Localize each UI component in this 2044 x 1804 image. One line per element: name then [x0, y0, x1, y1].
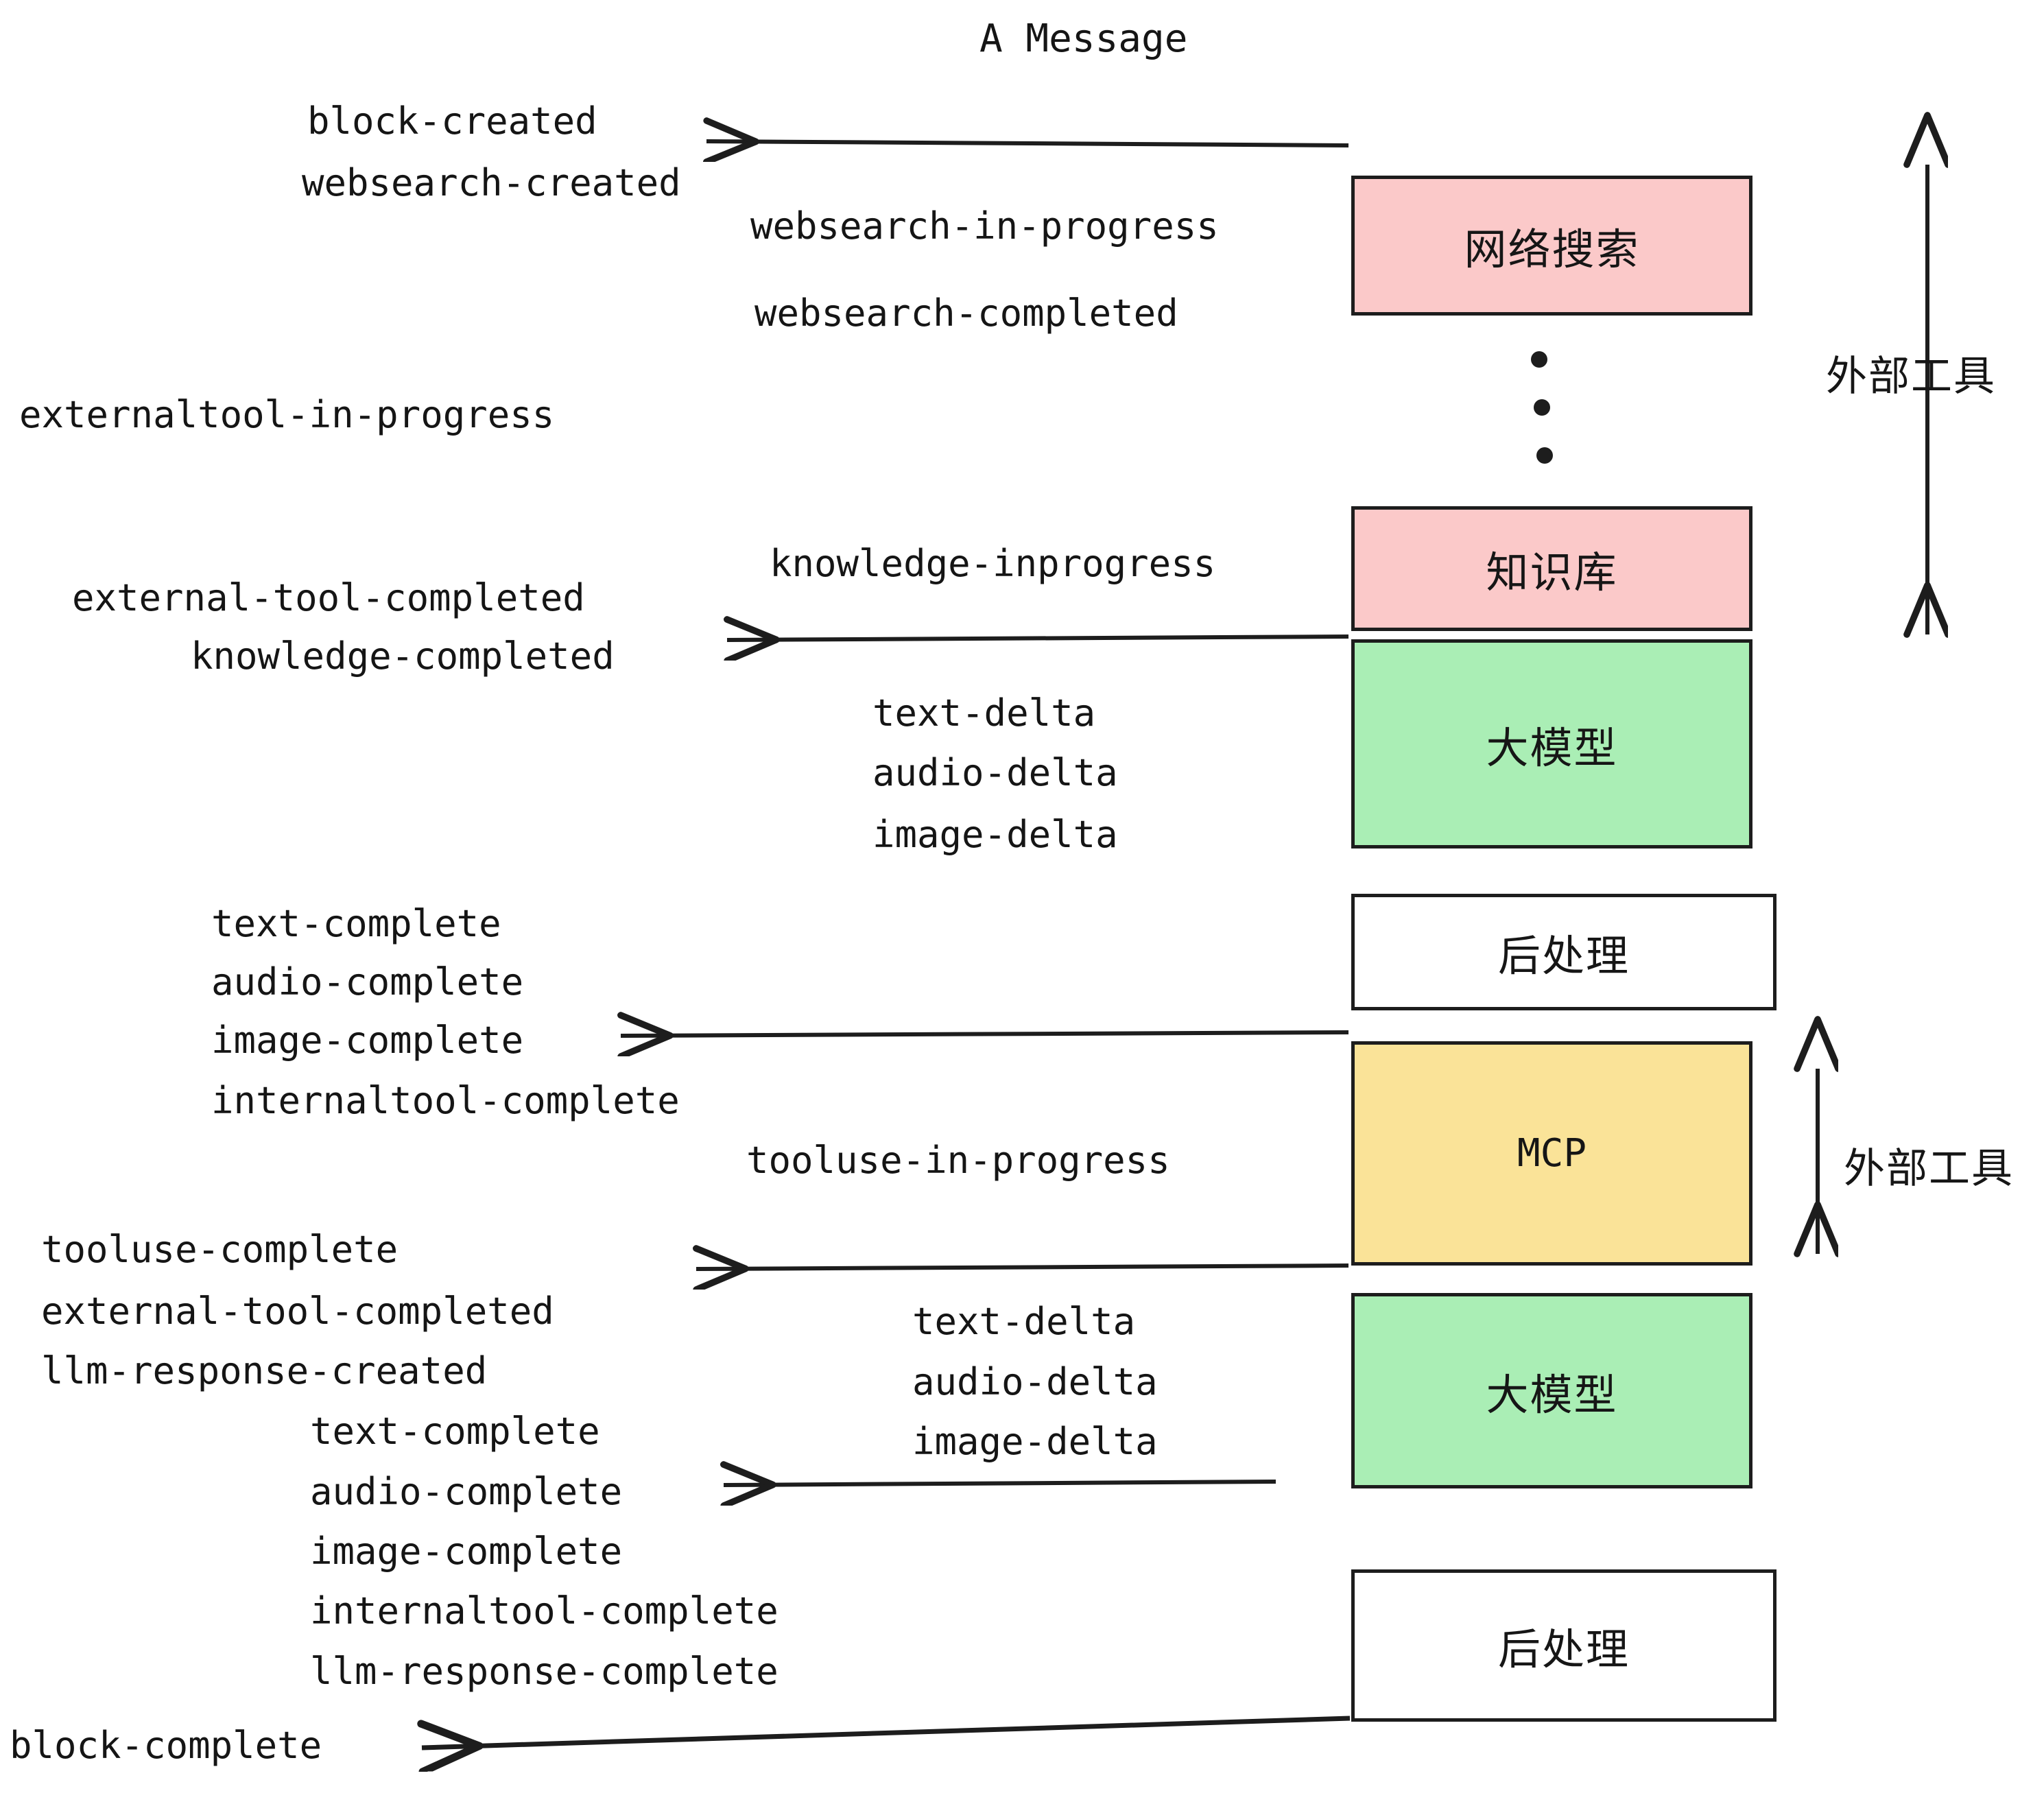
event-external-tool-completed-2: external-tool-completed: [41, 1290, 554, 1333]
ellipsis-dot-3: [1536, 447, 1553, 464]
event-text-complete-2: text-complete: [310, 1410, 600, 1453]
event-audio-delta-1: audio-delta: [872, 751, 1118, 794]
arrow-knowledge-to-completed: [727, 637, 1349, 640]
event-text-delta-2: text-delta: [912, 1300, 1136, 1343]
node-mcp-label: MCP: [1517, 1131, 1587, 1176]
side-label-external-tools-top: 外部工具: [1826, 353, 1996, 401]
event-tooluse-in-progress: tooluse-in-progress: [746, 1139, 1170, 1182]
side-label-external-tools-bottom: 外部工具: [1844, 1145, 2014, 1193]
node-postprocess-1[interactable]: 后处理: [1351, 894, 1776, 1010]
arrow-llm2-to-audio-complete: [724, 1482, 1276, 1485]
event-audio-delta-2: audio-delta: [912, 1360, 1158, 1403]
event-text-complete-1: text-complete: [211, 902, 501, 945]
node-mcp[interactable]: MCP: [1351, 1041, 1752, 1266]
event-image-complete-1: image-complete: [211, 1019, 524, 1062]
event-audio-complete-1: audio-complete: [211, 960, 524, 1004]
node-llm-2-label: 大模型: [1486, 1369, 1618, 1420]
event-block-complete: block-complete: [10, 1724, 322, 1767]
event-tooluse-complete: tooluse-complete: [41, 1228, 399, 1271]
event-knowledge-completed: knowledge-completed: [191, 634, 615, 678]
node-knowledge-label: 知识库: [1486, 547, 1618, 597]
ellipsis-dot-1: [1531, 351, 1547, 368]
ellipsis-dot-2: [1534, 399, 1550, 416]
event-externaltool-in-progress: externaltool-in-progress: [19, 393, 555, 436]
node-postprocess-1-label: 后处理: [1497, 931, 1630, 981]
node-llm-1-label: 大模型: [1486, 722, 1618, 773]
node-llm-1[interactable]: 大模型: [1351, 639, 1752, 848]
event-llm-response-created: llm-response-created: [41, 1349, 488, 1392]
node-llm-2[interactable]: 大模型: [1351, 1293, 1752, 1488]
event-block-created: block-created: [307, 99, 597, 143]
node-knowledge[interactable]: 知识库: [1351, 506, 1752, 631]
event-llm-response-complete: llm-response-complete: [310, 1650, 779, 1693]
event-websearch-completed: websearch-completed: [754, 292, 1178, 335]
event-internaltool-complete-1: internaltool-complete: [211, 1079, 680, 1122]
event-image-delta-1: image-delta: [872, 813, 1118, 856]
node-websearch-label: 网络搜索: [1464, 224, 1640, 274]
event-external-tool-completed-1: external-tool-completed: [72, 576, 585, 619]
node-postprocess-2[interactable]: 后处理: [1351, 1569, 1776, 1722]
arrow-postprocess2-to-block-complete: [422, 1716, 1351, 1748]
arrow-mcp-to-tooluse-complete: [696, 1266, 1349, 1269]
event-audio-complete-2: audio-complete: [310, 1470, 623, 1513]
arrow-websearch-to-created: [706, 141, 1349, 145]
event-image-complete-2: image-complete: [310, 1530, 623, 1573]
arrow-postprocess1-to-image-complete: [621, 1032, 1349, 1036]
node-postprocess-2-label: 后处理: [1497, 1624, 1630, 1674]
event-websearch-created: websearch-created: [302, 161, 681, 204]
diagram-title: A Message: [979, 16, 1188, 61]
node-websearch[interactable]: 网络搜索: [1351, 176, 1752, 316]
event-text-delta-1: text-delta: [872, 691, 1096, 735]
event-websearch-in-progress: websearch-in-progress: [750, 204, 1219, 248]
event-internaltool-complete-2: internaltool-complete: [310, 1589, 779, 1633]
event-image-delta-2: image-delta: [912, 1420, 1158, 1463]
event-knowledge-inprogress: knowledge-inprogress: [770, 542, 1216, 585]
